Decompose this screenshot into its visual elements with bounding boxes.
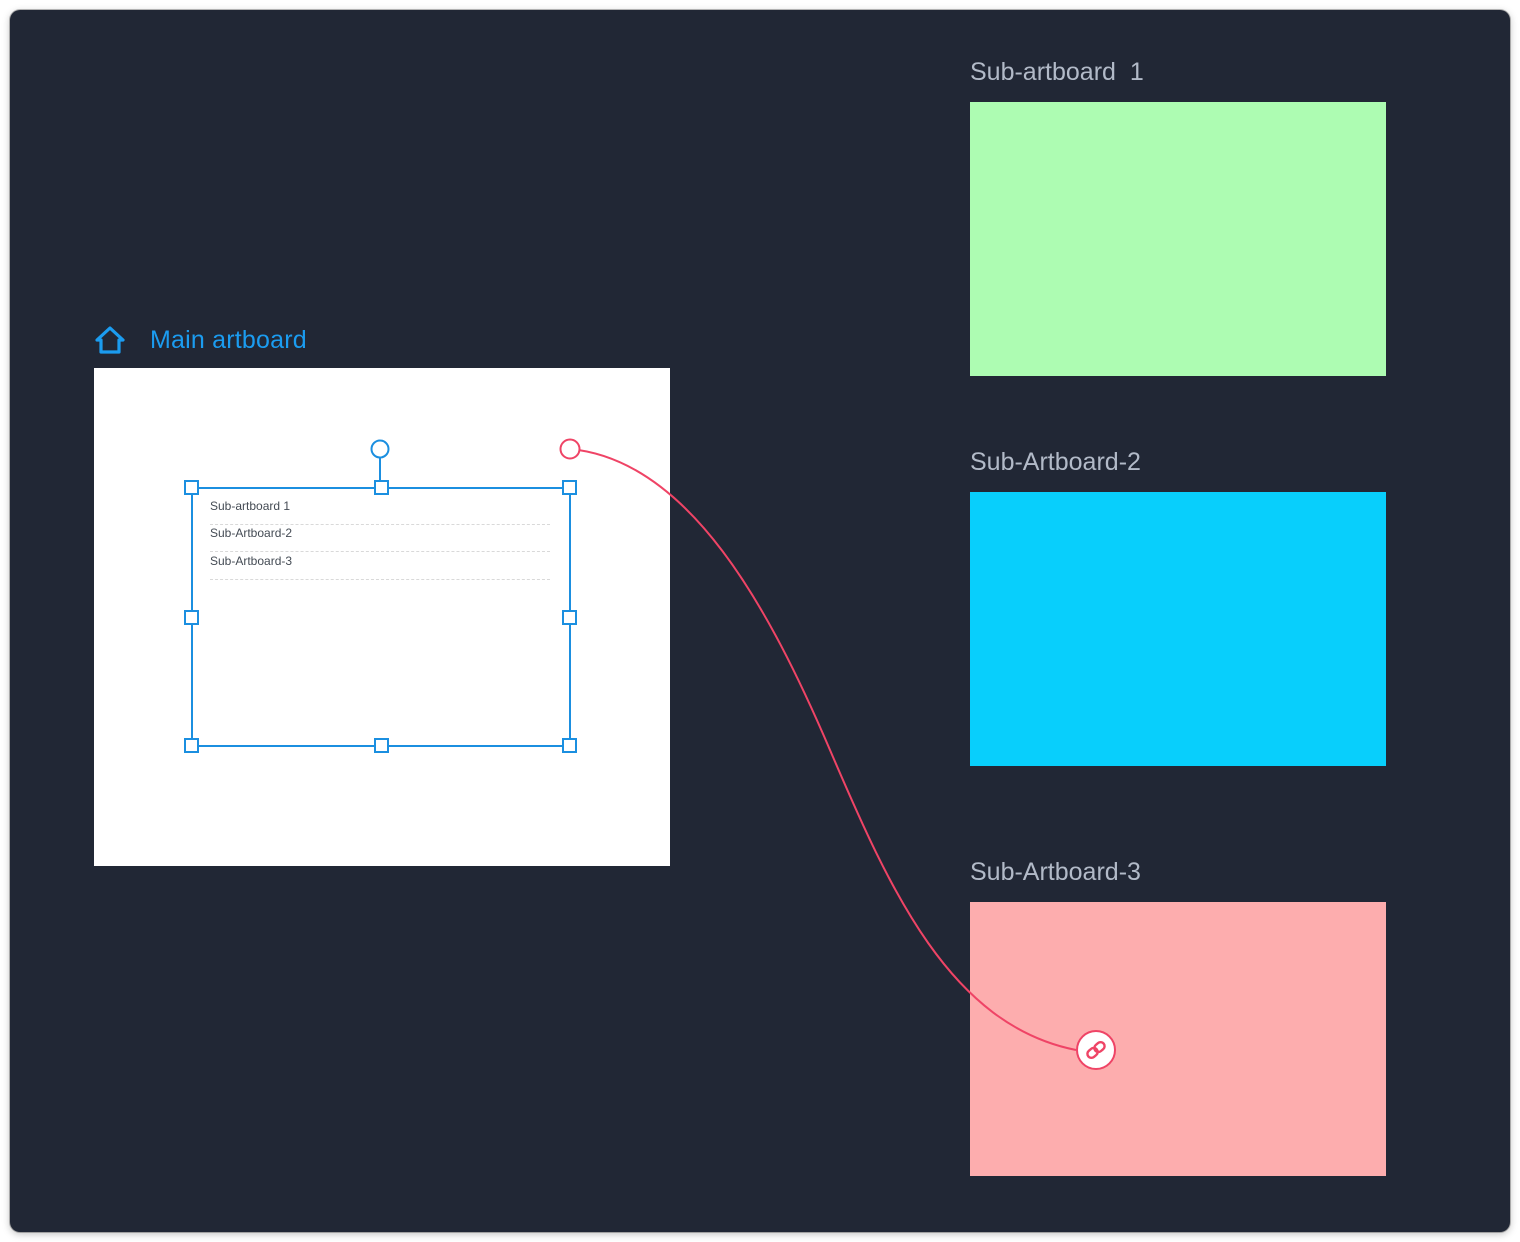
canvas-window: Main artboard Sub-artboard 1 Sub-Artboar… xyxy=(10,10,1510,1232)
list-item-sub-artboard-3[interactable]: Sub-Artboard-3 xyxy=(210,553,550,580)
resize-handle-bottom[interactable] xyxy=(374,738,389,753)
rotation-handle[interactable] xyxy=(370,439,390,459)
sub-artboard-1-title[interactable]: Sub-artboard 1 xyxy=(970,58,1144,86)
resize-handle-bottom-right[interactable] xyxy=(562,738,577,753)
sub-artboard-2[interactable] xyxy=(970,492,1386,766)
artboard-list[interactable]: Sub-artboard 1 Sub-Artboard-2 Sub-Artboa… xyxy=(192,488,570,744)
link-target-badge[interactable] xyxy=(1076,1030,1116,1070)
resize-handle-top[interactable] xyxy=(374,480,389,495)
resize-handle-top-left[interactable] xyxy=(184,480,199,495)
home-icon xyxy=(95,326,125,354)
link-icon xyxy=(1086,1040,1106,1060)
resize-handle-bottom-left[interactable] xyxy=(184,738,199,753)
sub-artboard-2-title[interactable]: Sub-Artboard-2 xyxy=(970,448,1141,476)
main-artboard-header: Main artboard xyxy=(94,320,307,360)
resize-handle-top-right[interactable] xyxy=(562,480,577,495)
main-artboard-title[interactable]: Main artboard xyxy=(150,325,307,354)
sub-artboard-3-title[interactable]: Sub-Artboard-3 xyxy=(970,858,1141,886)
list-item-sub-artboard-1[interactable]: Sub-artboard 1 xyxy=(210,498,550,525)
list-item-sub-artboard-2[interactable]: Sub-Artboard-2 xyxy=(210,525,550,552)
link-source-handle[interactable] xyxy=(559,438,581,460)
resize-handle-left[interactable] xyxy=(184,610,199,625)
sub-artboard-1[interactable] xyxy=(970,102,1386,376)
resize-handle-right[interactable] xyxy=(562,610,577,625)
sub-artboard-3[interactable] xyxy=(970,902,1386,1176)
